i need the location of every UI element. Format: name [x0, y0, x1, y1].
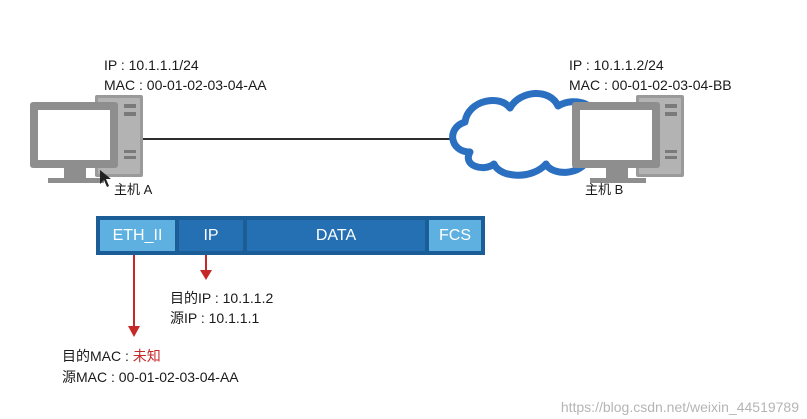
- host-b-ip-label: IP : 10.1.1.2/24: [569, 57, 664, 73]
- frame-segment-eth: ETH_II: [100, 220, 175, 251]
- host-a-name: 主机 A: [114, 182, 153, 197]
- computer-b-icon: [572, 95, 684, 183]
- computer-a-icon: [30, 95, 143, 187]
- host-a-ip-label: IP : 10.1.1.1/24: [104, 57, 199, 73]
- eth-src-label: 源MAC : 00-01-02-03-04-AA: [62, 369, 239, 385]
- ip-arrow: [200, 255, 212, 280]
- frame-segment-ip: IP: [179, 220, 243, 251]
- watermark-text: https://blog.csdn.net/weixin_44519789: [560, 399, 799, 415]
- host-b-name: 主机 B: [585, 182, 624, 197]
- host-a-mac-label: MAC : 00-01-02-03-04-AA: [104, 77, 267, 93]
- ethernet-frame: ETH_II IP DATA FCS: [96, 216, 485, 255]
- host-b-mac-label: MAC : 00-01-02-03-04-BB: [569, 77, 732, 93]
- frame-segment-eth-label: ETH_II: [112, 226, 163, 244]
- frame-segment-data: DATA: [247, 220, 425, 251]
- frame-segment-ip-label: IP: [203, 226, 219, 244]
- frame-segment-data-label: DATA: [315, 226, 357, 244]
- eth-arrow: [128, 255, 140, 337]
- eth-dest-prefix: 目的MAC :: [62, 348, 133, 364]
- eth-dest-value: 未知: [132, 348, 161, 364]
- ip-dest-label: 目的IP : 10.1.1.2: [170, 290, 274, 306]
- ip-src-label: 源IP : 10.1.1.1: [170, 310, 260, 326]
- frame-segment-fcs: FCS: [429, 220, 481, 251]
- frame-segment-fcs-label: FCS: [439, 226, 471, 244]
- eth-dest-label: 目的MAC : 未知: [62, 347, 161, 365]
